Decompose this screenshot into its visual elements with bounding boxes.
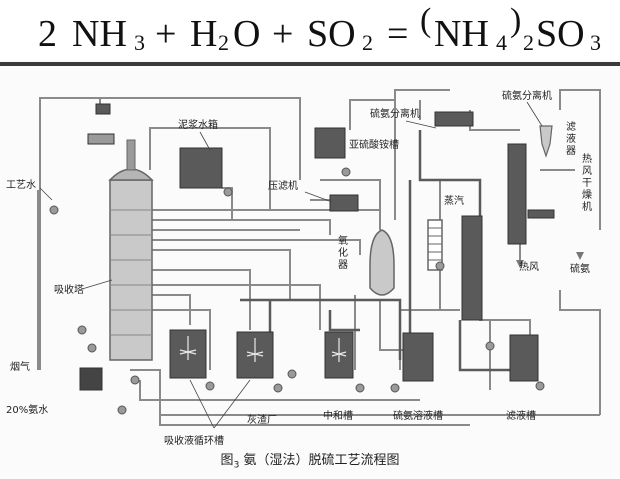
- heat-exchanger: [427, 219, 443, 271]
- pumps: [49, 167, 545, 415]
- caption-prefix: 图: [220, 453, 234, 468]
- cyclone: [539, 125, 553, 158]
- label-centrifuge-1: 硫氨分离机: [370, 107, 420, 120]
- label-ammonium-sulfate-solution-tank: 硫氨溶液槽: [393, 409, 443, 422]
- label-ammonium-sulfite-tank: 亚硫酸铵槽: [349, 138, 399, 151]
- eq-paren-sub: 2: [523, 30, 534, 55]
- label-absorption-circulation-tank: 吸收液循环槽: [164, 434, 224, 447]
- centrifuge-1-box: [434, 111, 474, 127]
- filter-press-box: [329, 194, 359, 212]
- eq-so-sub: 2: [362, 30, 373, 55]
- dryer-column: [507, 143, 527, 245]
- label-absorber: 吸收塔: [54, 283, 84, 296]
- eq-so: SO: [307, 13, 356, 55]
- ammonium-sulfate-solution-tank-box: [402, 332, 434, 382]
- eq-plus-2: +: [272, 13, 294, 55]
- eq-h-sub: 2: [218, 30, 229, 55]
- caption-title: 氨（湿法）脱硫工艺流程图: [243, 453, 400, 468]
- caption-number: 3: [233, 460, 240, 471]
- label-filtrate: 滤液器: [566, 120, 576, 157]
- eq-close-paren: ): [510, 2, 522, 39]
- process-flow-diagram: 泥浆水箱 工艺水 吸收塔 烟气 20%氨水 亚硫酸铵槽 压滤机 硫氨分离机 硫氨…: [6, 89, 601, 447]
- label-slurry-tank: 泥浆水箱: [178, 118, 218, 131]
- flow-arrows: [516, 252, 584, 268]
- labels: 泥浆水箱 工艺水 吸收塔 烟气 20%氨水 亚硫酸铵槽 压滤机 硫氨分离机 硫氨…: [6, 89, 590, 447]
- label-filtrate-tank: 滤液槽: [506, 409, 536, 422]
- label-steam: 蒸汽: [444, 194, 464, 207]
- label-flue-gas: 烟气: [10, 360, 30, 373]
- eq-equals: =: [387, 13, 409, 55]
- pipe-network: [37, 89, 601, 426]
- slurry-tank-box: [179, 147, 223, 189]
- arrow-down-icon: [576, 252, 584, 260]
- eq-so3: SO: [536, 13, 585, 55]
- eq-open-paren: (: [420, 2, 432, 39]
- reaction-equation: 2 NH 3 + H 2 O + SO 2 = ( NH 4 ) 2 SO 3: [0, 0, 620, 60]
- absorber-tower: [108, 139, 154, 361]
- callout-lines: [39, 101, 543, 429]
- vertical-labels: 氧化器 滤液器 热风干燥机: [338, 120, 592, 271]
- arrow-down-icon: [516, 260, 524, 268]
- label-ash: 灰渣厂: [247, 413, 277, 426]
- ammonium-sulfite-tank-box: [314, 127, 346, 159]
- eq-o: O: [233, 13, 261, 55]
- label-neutralization-tank: 中和槽: [323, 409, 353, 422]
- eq-nh4-sub: 4: [496, 30, 507, 55]
- eq-plus-1: +: [155, 13, 177, 55]
- eq-coefficient: 2: [38, 13, 57, 55]
- filtrate-tank-box: [509, 334, 539, 382]
- label-hot-air: 热风: [519, 260, 539, 273]
- eq-nh-sub: 3: [134, 30, 145, 55]
- label-filter-press: 压滤机: [268, 179, 298, 192]
- label-ammonia-20: 20%氨水: [6, 403, 48, 416]
- eq-nh4: NH: [434, 13, 489, 55]
- evaporator-column: [461, 215, 483, 321]
- agitators: [179, 336, 347, 362]
- eq-nh: NH: [72, 13, 127, 55]
- label-ammonium-sulfate: 硫氨: [570, 262, 590, 275]
- label-centrifuge-2: 硫氨分离机: [502, 89, 552, 102]
- oxidizer-vessel: [369, 229, 395, 296]
- label-hot-air-dryer: 热风干燥机: [582, 152, 592, 213]
- eq-so3-sub: 3: [590, 30, 601, 55]
- eq-h: H: [190, 13, 218, 55]
- header-rule: [0, 62, 620, 66]
- label-process-water: 工艺水: [6, 179, 36, 191]
- label-oxidizer: 氧化器: [338, 234, 348, 271]
- equipment: [79, 103, 555, 391]
- figure-caption: 图3 氨（湿法）脱硫工艺流程图: [0, 449, 620, 473]
